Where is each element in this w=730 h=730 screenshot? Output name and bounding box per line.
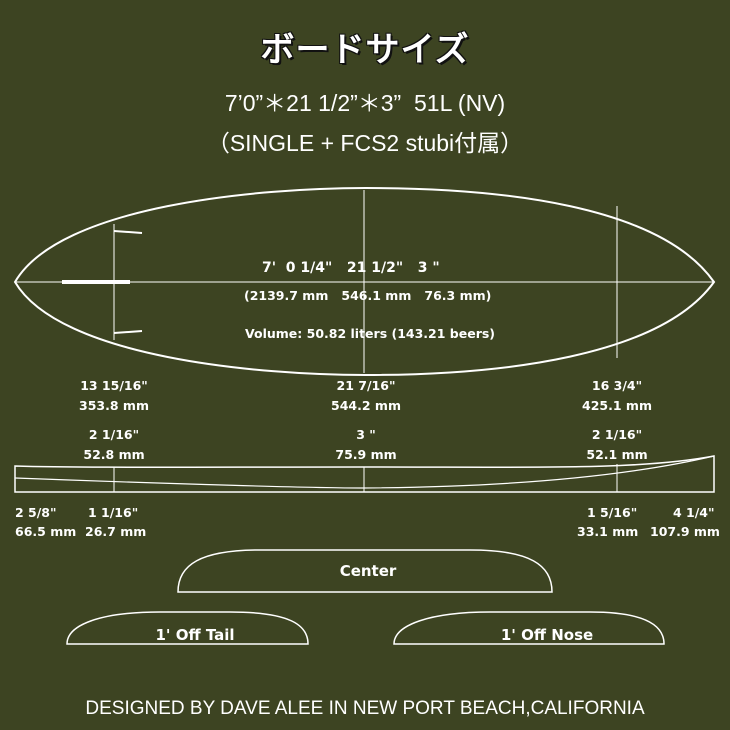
center-thickness-imperial: 3 " bbox=[356, 427, 376, 442]
tail-section-label: 1' Off Tail bbox=[155, 626, 235, 644]
board-spec-main: 7’0”＊21 1/2”＊3” 51L (NV) bbox=[224, 90, 506, 116]
tail-width-imperial: 13 15/16" bbox=[80, 378, 148, 393]
nose-section-label: 1' Off Nose bbox=[500, 626, 594, 644]
nose-1ft-rocker-metric: 33.1 mm bbox=[577, 524, 639, 539]
board-dims-metric: (2139.7 mm 546.1 mm 76.3 mm) bbox=[244, 288, 492, 303]
designer-credit: DESIGNED BY DAVE ALEE IN NEW PORT BEACH,… bbox=[85, 698, 645, 719]
center-section-label: Center bbox=[339, 562, 397, 580]
page-title: ボードサイズ bbox=[260, 30, 470, 70]
center-width-imperial: 21 7/16" bbox=[336, 378, 396, 393]
nose-width-imperial: 16 3/4" bbox=[591, 378, 643, 393]
center-section-shape bbox=[177, 549, 553, 593]
board-dims-imperial: 7' 0 1/4" 21 1/2" 3 " bbox=[262, 260, 440, 276]
nose-rocker-imperial: 4 1/4" bbox=[673, 505, 715, 520]
single-fin bbox=[62, 280, 130, 284]
side-fin-bottom bbox=[113, 330, 143, 334]
nose-thickness-imperial: 2 1/16" bbox=[591, 427, 643, 442]
board-spec-fins: （SINGLE + FCS2 stubi付属） bbox=[206, 130, 524, 156]
side-fin-top bbox=[113, 230, 143, 234]
nose-section-shape bbox=[393, 611, 665, 645]
nose-rocker-metric: 107.9 mm bbox=[650, 524, 720, 539]
nose-1ft-rocker-imperial: 1 5/16" bbox=[587, 505, 638, 520]
nose-width-metric: 425.1 mm bbox=[582, 398, 652, 413]
tail-width-metric: 353.8 mm bbox=[79, 398, 149, 413]
tail-thickness-imperial: 2 1/16" bbox=[88, 427, 140, 442]
board-volume: Volume: 50.82 liters (143.21 beers) bbox=[245, 326, 496, 341]
tail-1ft-rocker-imperial: 1 1/16" bbox=[88, 505, 139, 520]
tail-rocker-imperial: 2 5/8" bbox=[15, 505, 57, 520]
center-width-metric: 544.2 mm bbox=[331, 398, 401, 413]
nose-thickness-metric: 52.1 mm bbox=[586, 447, 648, 462]
center-thickness-metric: 75.9 mm bbox=[335, 447, 397, 462]
tail-thickness-metric: 52.8 mm bbox=[83, 447, 145, 462]
tail-rocker-metric: 66.5 mm bbox=[15, 524, 77, 539]
side-profile-outline bbox=[14, 455, 715, 493]
tail-section-shape bbox=[66, 611, 309, 645]
tail-1ft-rocker-metric: 26.7 mm bbox=[85, 524, 147, 539]
